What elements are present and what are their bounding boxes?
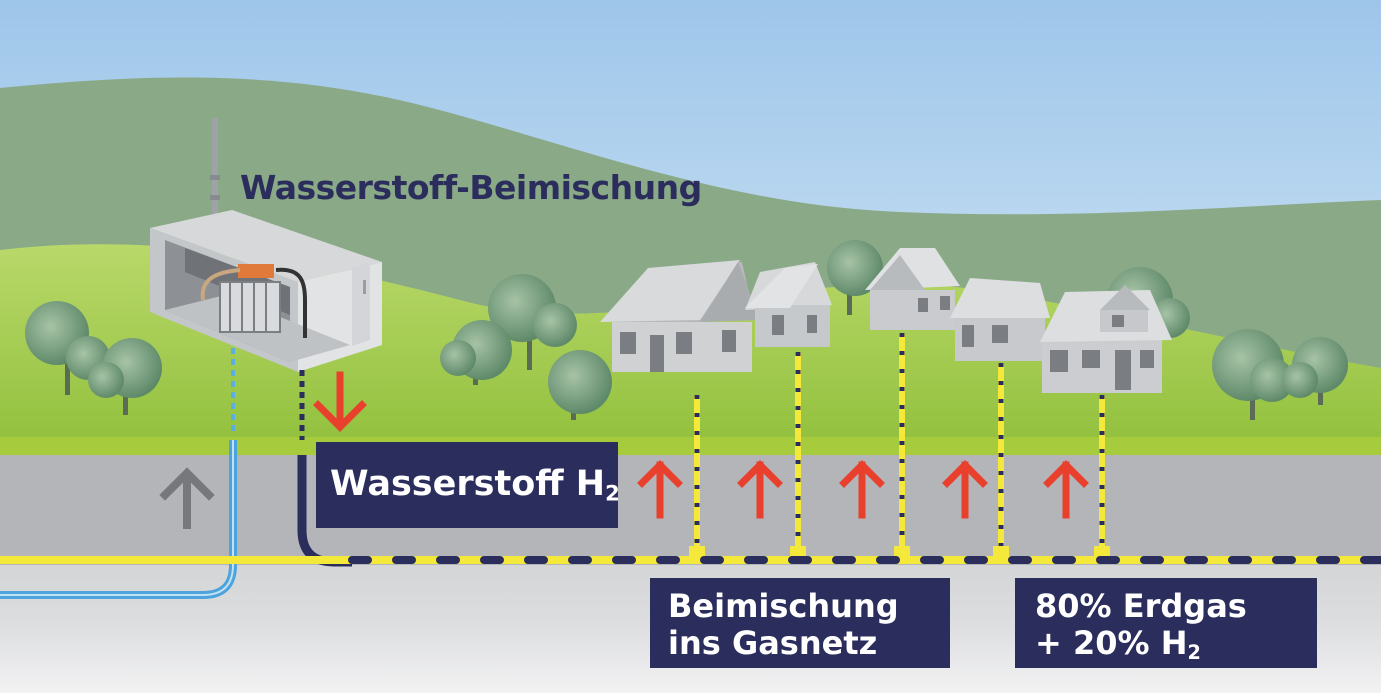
tree	[1282, 337, 1348, 405]
chimney	[212, 118, 218, 218]
house	[1040, 285, 1172, 393]
electrolyser-container	[150, 118, 382, 372]
tree	[548, 350, 612, 420]
tree	[88, 338, 162, 415]
tree	[488, 274, 577, 370]
blending-label-line1: Beimischung	[668, 587, 899, 625]
up-arrow-1	[637, 460, 683, 519]
hydrogen-label: Wasserstoff H2	[330, 464, 620, 506]
water-up-arrow	[159, 467, 215, 529]
mix-label-box: 80% Erdgas + 20% H2	[1015, 578, 1317, 668]
grass-strip	[0, 437, 1381, 455]
blending-label: Beimischung ins Gasnetz	[668, 588, 899, 662]
hydrogen-down-arrow	[313, 371, 367, 432]
up-arrow-5	[1043, 460, 1089, 519]
water-pipe	[0, 348, 237, 599]
tree	[1212, 329, 1294, 420]
house	[600, 260, 760, 372]
house	[950, 278, 1050, 361]
tree	[827, 240, 883, 315]
arrows	[159, 371, 1089, 529]
blending-label-box: Beimischung ins Gasnetz	[650, 578, 950, 668]
mix-label-line2: + 20% H2	[1035, 623, 1201, 664]
diagram-title: Wasserstoff-Beimischung	[240, 168, 702, 207]
mix-label: 80% Erdgas + 20% H2	[1035, 588, 1247, 662]
trees	[25, 240, 1348, 420]
house	[745, 262, 832, 347]
up-arrow-2	[737, 460, 783, 519]
tree	[440, 320, 512, 385]
blending-label-line2: ins Gasnetz	[668, 623, 878, 662]
houses	[600, 248, 1172, 393]
up-arrow-3	[839, 460, 885, 519]
service-lines	[689, 333, 1110, 556]
up-arrow-4	[942, 460, 988, 519]
mix-label-line1: 80% Erdgas	[1035, 587, 1247, 625]
house	[865, 248, 960, 330]
tree	[25, 301, 110, 395]
hydrogen-label-box: Wasserstoff H2	[316, 442, 620, 528]
